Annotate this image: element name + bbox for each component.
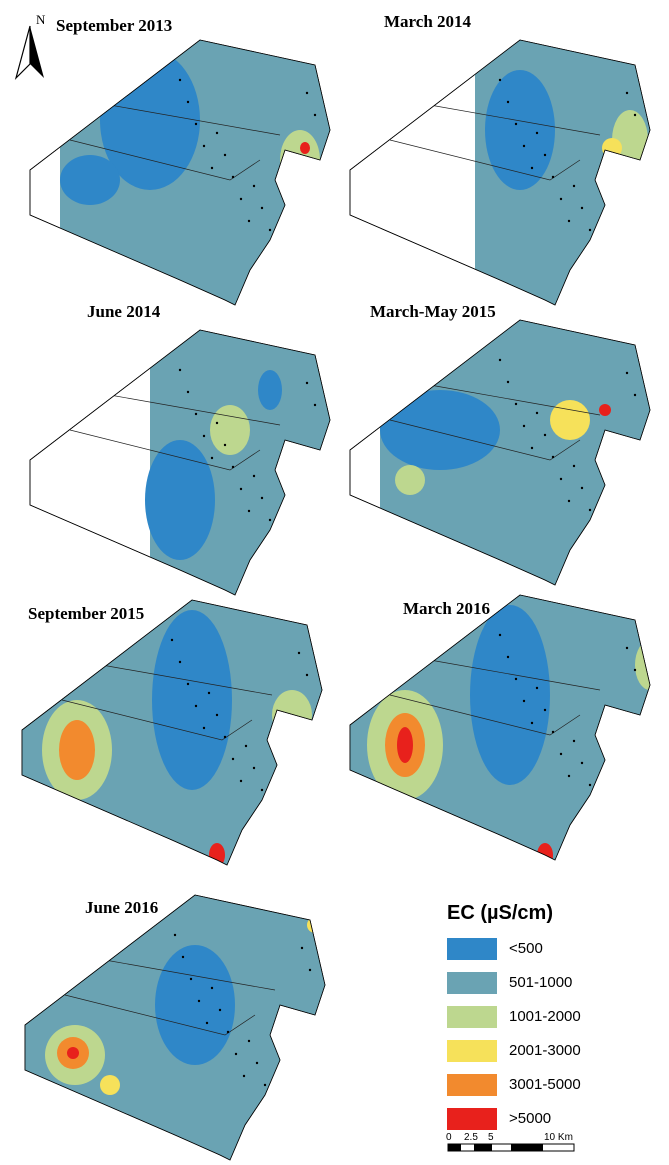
legend-label: <500 bbox=[509, 940, 543, 957]
north-label: N bbox=[36, 12, 46, 27]
panel-title-jun-2014: June 2014 bbox=[87, 302, 161, 321]
north-arrow-icon bbox=[14, 25, 44, 80]
legend-item: <500 bbox=[447, 938, 647, 962]
legend-label: 1001-2000 bbox=[509, 1008, 581, 1025]
legend-swatch bbox=[447, 972, 497, 994]
panel-title-mar-2016: March 2016 bbox=[403, 599, 491, 618]
legend-label: 2001-3000 bbox=[509, 1042, 581, 1059]
map-panel bbox=[21, 599, 323, 866]
legend-swatch bbox=[447, 1108, 497, 1130]
map-panel bbox=[349, 594, 651, 861]
legend-swatch bbox=[447, 1040, 497, 1062]
legend-swatch bbox=[447, 938, 497, 960]
legend-label: >5000 bbox=[509, 1110, 552, 1127]
legend-swatch bbox=[447, 1006, 497, 1028]
map-panel bbox=[24, 894, 326, 1161]
scale-tick-2-5: 2.5 bbox=[464, 1132, 478, 1143]
legend-item: 501-1000 bbox=[447, 972, 647, 996]
legend-title: EC (µS/cm) bbox=[447, 902, 553, 924]
scale-tick-10-km: 10 Km bbox=[544, 1132, 573, 1143]
map-panel bbox=[29, 329, 331, 596]
panel-title-jun-2016: June 2016 bbox=[85, 898, 159, 917]
map-panel bbox=[349, 319, 651, 586]
legend-item: 1001-2000 bbox=[447, 1006, 647, 1030]
scale-bar: 0 2.5 5 10 Km bbox=[446, 1132, 575, 1152]
map-panel bbox=[29, 39, 331, 306]
scale-tick-5: 5 bbox=[488, 1132, 494, 1143]
legend-item: 3001-5000 bbox=[447, 1074, 647, 1098]
panel-title-mar-may-2015: March-May 2015 bbox=[370, 302, 496, 321]
legend-item: 2001-3000 bbox=[447, 1040, 647, 1064]
legend-item: >5000 bbox=[447, 1108, 647, 1132]
scale-tick-0: 0 bbox=[446, 1132, 452, 1143]
north-arrow: N bbox=[10, 6, 50, 80]
panel-title-sep-2013: September 2013 bbox=[56, 16, 173, 35]
legend-label: 3001-5000 bbox=[509, 1076, 581, 1093]
panel-title-mar-2014: March 2014 bbox=[384, 12, 472, 31]
panel-title-sep-2015: September 2015 bbox=[28, 604, 145, 623]
map-panel bbox=[349, 39, 651, 306]
legend-label: 501-1000 bbox=[509, 974, 573, 991]
legend-swatch bbox=[447, 1074, 497, 1096]
